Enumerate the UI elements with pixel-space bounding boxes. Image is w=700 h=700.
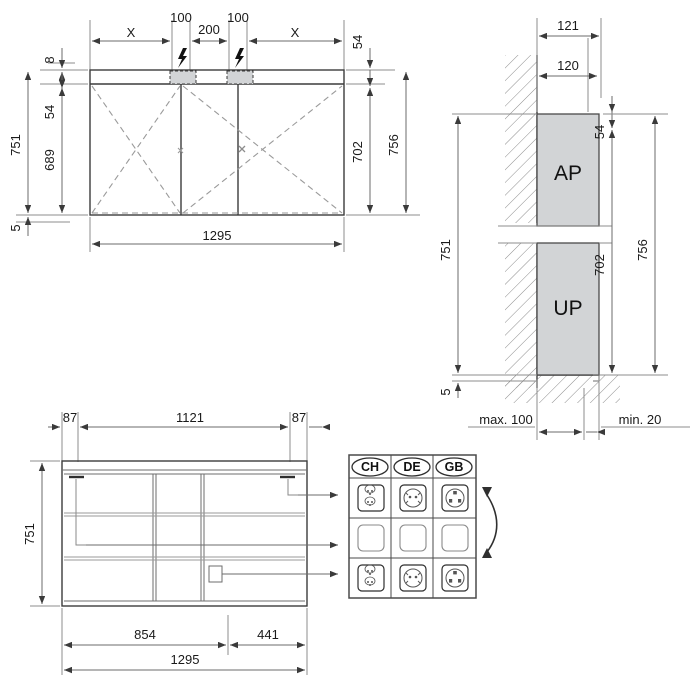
front-dim-54: 54 xyxy=(42,105,57,119)
socket-cell-gb-bottom[interactable] xyxy=(441,564,469,592)
side-dim-5: 5 xyxy=(438,388,453,395)
side-dim-max-100: max. 100 xyxy=(479,412,532,427)
front-diagonal-cross-marks xyxy=(177,145,246,154)
front-dim-x-right: X xyxy=(291,25,300,40)
side-bottom-dimensions: max. 100 min. 20 xyxy=(468,380,690,440)
front-connection-box-right xyxy=(226,70,254,85)
plan-dim-1121: 1121 xyxy=(176,410,204,425)
socket-cell-de-top[interactable] xyxy=(399,484,427,512)
plan-dim-441: 441 xyxy=(257,627,279,642)
front-top-extension-lines xyxy=(89,20,345,72)
front-dim-54-right: 54 xyxy=(350,35,365,49)
front-bottom-dimension: 1295 xyxy=(89,217,345,252)
front-cabinet-outline xyxy=(89,69,345,216)
socket-column-header-ch[interactable]: CH xyxy=(351,457,389,477)
swap-arrow-icon xyxy=(482,487,498,558)
front-dim-200: 200 xyxy=(198,22,220,37)
socket-column-label-ch: CH xyxy=(361,460,379,474)
plan-dim-751: 751 xyxy=(22,523,37,545)
plan-dim-1295: 1295 xyxy=(171,652,200,667)
side-dim-54: 54 xyxy=(592,125,607,139)
side-top-dimensions: 121 120 xyxy=(536,18,602,112)
socket-cell-ch-bottom[interactable] xyxy=(357,564,385,592)
front-left-dimensions: 8 54 689 751 5 xyxy=(8,48,88,236)
socket-column-label-gb: GB xyxy=(445,460,464,474)
wall-hatch-upper xyxy=(505,55,538,223)
socket-column-header-gb[interactable]: GB xyxy=(435,457,473,477)
front-dim-1295: 1295 xyxy=(203,228,232,243)
socket-cell-ch-top[interactable] xyxy=(357,484,385,512)
front-dim-751: 751 xyxy=(8,134,23,156)
socket-column-header-de[interactable]: DE xyxy=(393,457,431,477)
front-dim-100-right: 100 xyxy=(227,10,249,25)
side-dim-121: 121 xyxy=(557,18,579,33)
side-block-up-label: UP xyxy=(553,297,582,320)
side-section-view: AP UP 121 120 xyxy=(438,18,690,440)
side-block-up xyxy=(536,242,600,376)
side-dim-120: 120 xyxy=(557,58,579,73)
plan-dim-87-left: 87 xyxy=(63,410,77,425)
socket-cell-ch-middle[interactable] xyxy=(357,524,385,552)
front-dim-8: 8 xyxy=(42,56,57,63)
plan-socket-box xyxy=(208,565,223,583)
socket-panel-view[interactable]: CH DE GB xyxy=(348,454,498,599)
socket-cell-de-bottom[interactable] xyxy=(399,564,427,592)
side-dim-751: 751 xyxy=(438,239,453,261)
front-dim-689: 689 xyxy=(42,149,57,171)
socket-cell-de-middle[interactable] xyxy=(399,524,427,552)
side-block-ap-label: AP xyxy=(554,162,582,185)
side-block-ap xyxy=(536,113,600,227)
plan-to-panel-leaders xyxy=(86,491,338,578)
plan-dim-854: 854 xyxy=(134,627,156,642)
front-dim-756: 756 xyxy=(386,134,401,156)
plan-interior-view: 87 1121 87 xyxy=(22,410,338,675)
front-elevation-view: X 100 200 100 X xyxy=(8,10,420,252)
lightning-bolt-icon-left xyxy=(178,48,187,68)
front-connection-box-left xyxy=(169,70,197,85)
side-dim-702: 702 xyxy=(592,254,607,276)
side-left-dimensions: 751 5 xyxy=(438,113,537,398)
front-dim-100-left: 100 xyxy=(170,10,192,25)
side-dim-756: 756 xyxy=(635,239,650,261)
front-dim-5: 5 xyxy=(8,224,23,231)
side-bottom-ledge xyxy=(593,374,600,382)
plan-shelf-lines xyxy=(64,512,305,561)
front-dim-x-left: X xyxy=(127,25,136,40)
plan-left-dimension: 751 xyxy=(22,460,60,607)
plan-bottom-dimensions: 854 441 1295 xyxy=(61,608,308,675)
plan-cabinet-outline xyxy=(61,460,308,607)
side-right-dimensions: 54 702 756 xyxy=(592,96,668,376)
front-right-dimensions: 54 702 756 xyxy=(346,35,420,216)
wall-hatch-lower xyxy=(505,243,538,388)
socket-cell-gb-top[interactable] xyxy=(441,484,469,512)
plan-dim-87-right: 87 xyxy=(292,410,306,425)
plan-top-dimensions: 87 1121 87 xyxy=(48,410,330,462)
front-dim-702: 702 xyxy=(350,141,365,163)
front-diagonal-hidden-lines xyxy=(91,85,343,214)
plan-light-fittings xyxy=(69,475,298,546)
plan-vertical-dividers xyxy=(152,474,205,601)
floor-hatch xyxy=(505,374,620,403)
lightning-bolt-icon-right xyxy=(235,48,244,68)
socket-cell-gb-middle[interactable] xyxy=(441,524,469,552)
side-dim-min-20: min. 20 xyxy=(619,412,662,427)
socket-column-label-de: DE xyxy=(403,460,420,474)
